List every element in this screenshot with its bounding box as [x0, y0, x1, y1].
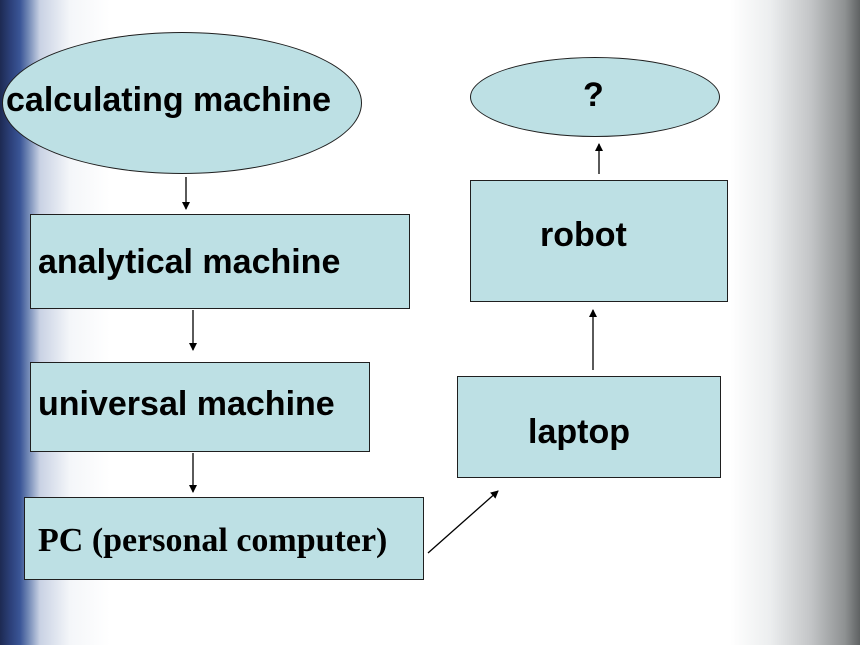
node-pc	[24, 497, 424, 580]
node-analytical-machine	[30, 214, 410, 309]
label-laptop: laptop	[528, 413, 630, 451]
node-laptop	[457, 376, 721, 478]
label-analytical-machine: analytical machine	[38, 243, 341, 281]
node-robot	[470, 180, 728, 302]
label-robot: robot	[540, 216, 627, 254]
label-calculating-machine: calculating machine	[6, 81, 331, 119]
node-universal-machine	[30, 362, 370, 452]
node-calculating-machine	[2, 32, 362, 174]
label-unknown: ?	[583, 76, 604, 114]
label-universal-machine: universal machine	[38, 385, 335, 423]
node-unknown	[470, 57, 720, 137]
arrow-pc-to-laptop	[427, 490, 499, 554]
label-pc: PC (personal computer)	[38, 522, 388, 559]
